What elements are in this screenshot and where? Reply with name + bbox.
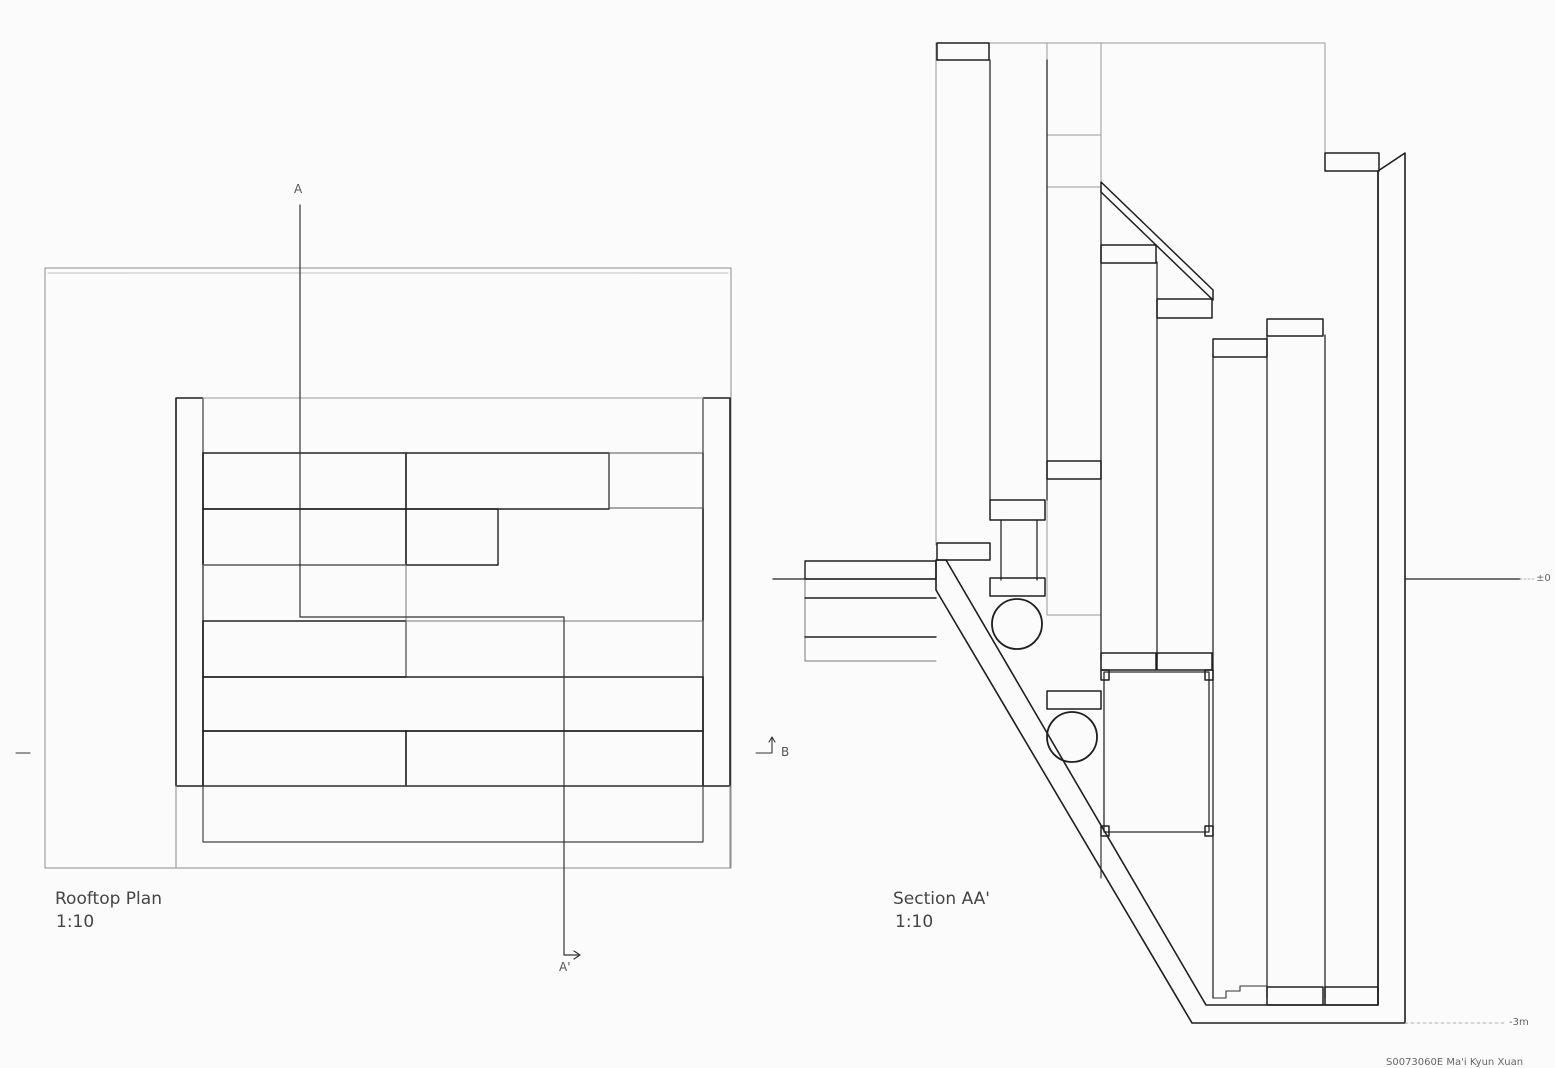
section-pipe-upper [991,598,1043,650]
section-caps [936,42,1380,1006]
section-scale: 1:10 [895,912,934,932]
section-left-platform [804,560,937,662]
section-mark-a-start: A [294,182,303,196]
plan-outer-boundary [44,267,732,869]
section-box [1103,671,1210,833]
plan-title: Rooftop Plan [55,889,162,909]
student-id-text: S0073060E Ma'i Kyun Xuan [1386,1057,1524,1068]
plan-top-slab [202,397,704,454]
section-mark-b [15,736,776,754]
section-mark-a-end: A' [559,960,571,974]
section-sloped-wall [935,152,1406,1024]
section-pipe-lower [1046,711,1098,763]
plan-left-wall [175,397,204,787]
plan-right-wall [702,397,731,787]
section-aa-drawing [772,42,1535,1024]
section-mark-b-label: B [781,745,790,759]
section-line-aa [299,204,581,960]
section-slanted-board [1100,181,1214,301]
plan-planks [202,452,704,843]
section-title: Section AA' [893,889,990,909]
level-top-label: ±0 [1536,573,1551,584]
rooftop-plan-drawing [15,204,776,960]
level-bottom-label: -3m [1509,1017,1529,1028]
section-uprights [989,59,1326,999]
plan-scale: 1:10 [56,912,95,932]
